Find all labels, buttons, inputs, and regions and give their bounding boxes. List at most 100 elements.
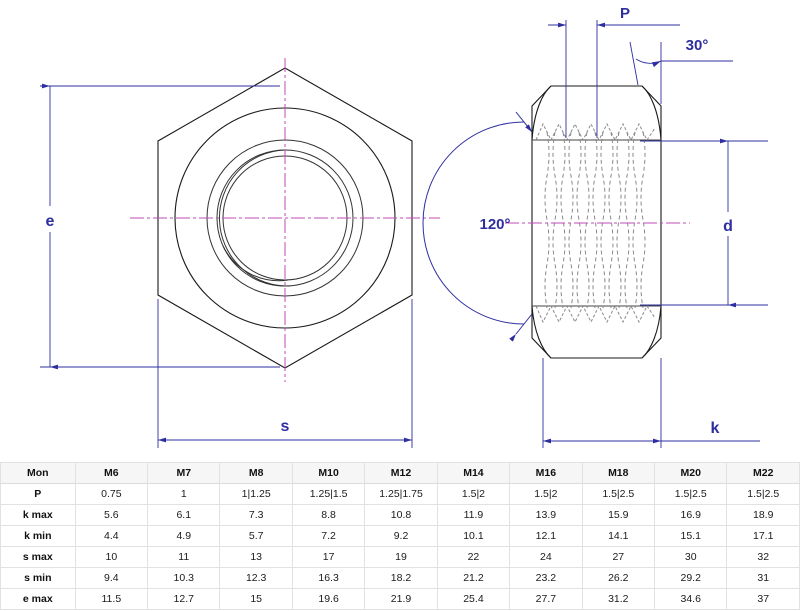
table-cell: 13.9 (509, 504, 583, 526)
table-cell: 1.25|1.5 (291, 483, 366, 505)
table-cell: 9.4 (74, 567, 149, 589)
table-cell: 1 (147, 483, 221, 505)
table-cell: 6.1 (147, 504, 221, 526)
table-cell: 1.5|2.5 (653, 483, 728, 505)
table-cell: 16.3 (291, 567, 366, 589)
angle-120-arc (422, 121, 525, 325)
chamfer-arc-top-right (641, 85, 662, 141)
table-cell: 1.5|2.5 (726, 483, 800, 505)
k-dimension-label: k (711, 420, 720, 437)
table-cell: 31 (726, 567, 800, 589)
table-cell: 12.7 (147, 588, 221, 610)
angle-30-arc (635, 58, 662, 68)
table-cell: 31.2 (581, 588, 656, 610)
table-header-m18: M18 (581, 462, 656, 484)
row-label: P (0, 483, 76, 505)
table-cell: 11.9 (436, 504, 511, 526)
table-cell: 27 (581, 546, 656, 568)
table-cell: 4.9 (147, 525, 221, 547)
table-cell: 19 (364, 546, 438, 568)
thread-helix-arc-2 (222, 245, 289, 282)
table-cell: 7.3 (219, 504, 293, 526)
row-label: k max (0, 504, 76, 526)
table-cell: 8.8 (291, 504, 366, 526)
d-dimension-label: d (723, 218, 733, 235)
table-cell: 15 (219, 588, 293, 610)
table-cell: 37 (726, 588, 800, 610)
angle-120-tick-bottom (509, 313, 533, 342)
table-cell: 1.5|2 (509, 483, 583, 505)
row-label: s max (0, 546, 76, 568)
table-cell: 26.2 (581, 567, 656, 589)
table-cell: 23.2 (509, 567, 583, 589)
table-cell: 17.1 (726, 525, 800, 547)
row-label: s min (0, 567, 76, 589)
angle-30-label: 30° (686, 37, 709, 54)
table-cell: 9.2 (364, 525, 438, 547)
table-cell: 5.7 (219, 525, 293, 547)
p-dimension-label: P (620, 5, 630, 22)
table-header-m22: M22 (726, 462, 800, 484)
table-cell: 18.9 (726, 504, 800, 526)
table-header-m12: M12 (364, 462, 438, 484)
row-label: k min (0, 525, 76, 547)
table-cell: 1.25|1.75 (364, 483, 438, 505)
hidden-thread-lines (544, 131, 646, 309)
table-header-m6: M6 (74, 462, 149, 484)
table-cell: 12.3 (219, 567, 293, 589)
table-cell: 10.8 (364, 504, 438, 526)
table-cell: 13 (219, 546, 293, 568)
hex-nut-side-view: P 30° 120° d k (422, 5, 768, 448)
thread-helix-arc (219, 149, 291, 287)
table-cell: 7.2 (291, 525, 366, 547)
table-cell: 34.6 (653, 588, 728, 610)
table-cell: 14.1 (581, 525, 656, 547)
table-cell: 19.6 (291, 588, 366, 610)
chamfer-arc-top-left (531, 85, 552, 141)
angle-120-tick-top (515, 111, 533, 133)
table-cell: 1|1.25 (219, 483, 293, 505)
table-cell: 4.4 (74, 525, 149, 547)
table-cell: 5.6 (74, 504, 149, 526)
table-cell: 1.5|2.5 (581, 483, 656, 505)
table-cell: 24 (509, 546, 583, 568)
table-header-m7: M7 (147, 462, 221, 484)
table-header-m14: M14 (436, 462, 511, 484)
table-cell: 11.5 (74, 588, 149, 610)
table-cell: 32 (726, 546, 800, 568)
table-header-m10: M10 (291, 462, 366, 484)
table-cell: 15.1 (653, 525, 728, 547)
table-cell: 10 (74, 546, 149, 568)
table-cell: 21.2 (436, 567, 511, 589)
chamfer-arc-bottom-left (531, 305, 552, 359)
angle-30-chamfer-edge (629, 41, 639, 86)
table-cell: 22 (436, 546, 511, 568)
e-dimension-label: e (46, 213, 55, 230)
table-cell: 17 (291, 546, 366, 568)
table-header-m8: M8 (219, 462, 293, 484)
row-label: e max (0, 588, 76, 610)
hex-nut-front-view: e s (38, 58, 440, 448)
table-cell: 1.5|2 (436, 483, 511, 505)
table-cell: 18.2 (364, 567, 438, 589)
table-cell: 15.9 (581, 504, 656, 526)
table-cell: 30 (653, 546, 728, 568)
table-header-m20: M20 (653, 462, 728, 484)
technical-drawing-area: e s (38, 5, 768, 448)
table-cell: 10.3 (147, 567, 221, 589)
angle-120-label: 120° (479, 216, 510, 233)
table-cell: 29.2 (653, 567, 728, 589)
hex-nut-technical-drawing: e s (38, 5, 768, 448)
table-header-corner: Mon (0, 462, 76, 484)
table-cell: 0.75 (74, 483, 149, 505)
